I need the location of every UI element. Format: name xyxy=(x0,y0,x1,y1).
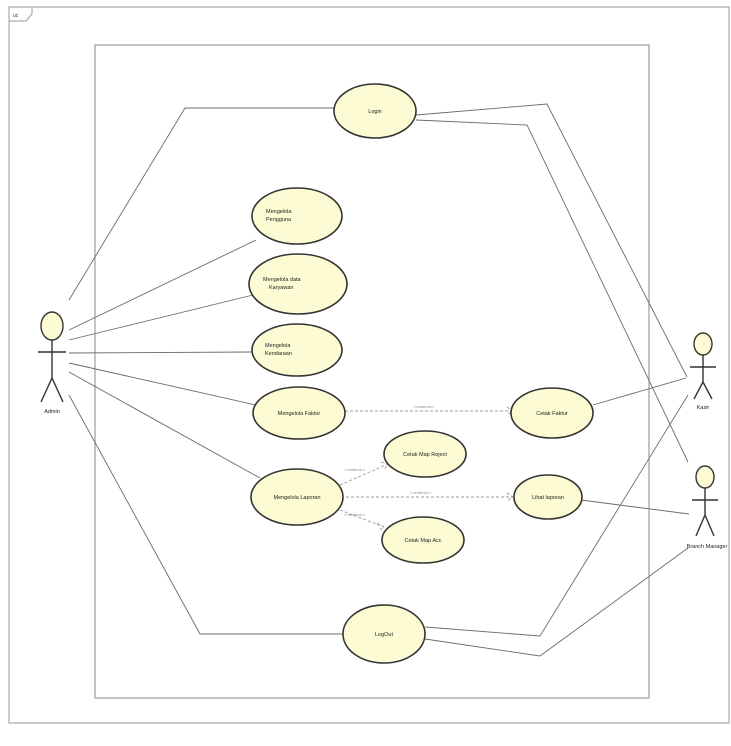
extend-label-reject: <<extend>> xyxy=(344,467,366,472)
use-case-mengelola-pengguna: Mengelola Pengguna xyxy=(251,187,343,245)
actor-kasir: Kasir xyxy=(690,332,716,411)
assoc-cetak-faktur-kasir xyxy=(592,377,687,406)
assoc-admin-karyawan xyxy=(68,294,254,341)
admin-associations xyxy=(68,107,343,635)
assoc-logout-kasir xyxy=(424,394,689,637)
extend-label-faktur: <<extend>> xyxy=(413,404,435,409)
actor-kasir-head xyxy=(693,332,713,356)
extend-label-acc: <<extend>> xyxy=(344,512,366,517)
frame-tab xyxy=(9,7,33,22)
use-case-kendaraan-label-1: Mengelola xyxy=(265,343,291,349)
use-case-cetak-map-reject: Cetak Map Reject xyxy=(383,430,467,478)
use-case-logout-label: LogOut xyxy=(375,632,394,638)
assoc-login-kasir xyxy=(415,103,688,378)
use-case-mengelola-data-karyawan: Mengelola data Karyawan xyxy=(248,253,348,315)
use-case-acc-label: Cetak Map Acc xyxy=(405,538,442,544)
assoc-lihat-laporan-manager xyxy=(580,499,690,515)
extend-laporan-reject xyxy=(339,463,389,486)
assoc-admin-pengguna xyxy=(68,239,257,331)
use-case-mengelola-faktur: Mengelola Faktur xyxy=(252,386,346,440)
extend-laporan-acc xyxy=(339,509,385,528)
assoc-login-manager xyxy=(415,119,689,463)
arrowhead-lihat xyxy=(506,492,514,502)
use-case-lihat-laporan: Lihat laporan xyxy=(513,474,583,520)
actor-manager-label: Branch Manager xyxy=(687,544,728,550)
use-case-cetak-faktur-label: Cetak Faktur xyxy=(536,411,568,417)
use-case-lihat-label: Lihat laporan xyxy=(532,495,564,501)
use-case-cetak-map-acc: Cetak Map Acc xyxy=(381,516,465,564)
assoc-admin-logout xyxy=(68,394,343,635)
diagram-frame xyxy=(8,6,730,724)
assoc-logout-manager xyxy=(424,547,689,657)
use-case-pengguna-label-2: Pengguna xyxy=(266,217,292,223)
system-boundary xyxy=(94,44,650,699)
actor-admin: Admin xyxy=(38,311,66,415)
extend-label-lihat: <<extend>> xyxy=(410,490,432,495)
use-case-mengelola-laporan: Mengelola Laporan xyxy=(250,468,344,526)
use-case-mengelola-kendaraan: Mengelola Kendaraan xyxy=(251,323,343,377)
frame-tag: uc xyxy=(13,13,19,19)
use-case-laporan-label: Mengelola Laporan xyxy=(273,495,320,501)
actor-manager-head xyxy=(695,465,715,489)
use-case-faktur-label: Mengelola Faktur xyxy=(278,411,321,417)
actor-admin-label: Admin xyxy=(44,409,60,415)
use-case-reject-label: Cetak Map Reject xyxy=(403,452,447,458)
use-case-login-label: Login xyxy=(368,109,381,115)
use-case-karyawan-label-1: Mengelola data xyxy=(263,277,302,283)
use-case-kendaraan-label-2: Kendaraan xyxy=(265,351,292,357)
actor-admin-head xyxy=(40,311,64,341)
use-case-cetak-faktur: Cetak Faktur xyxy=(510,387,594,439)
assoc-admin-laporan xyxy=(68,371,261,479)
arrowhead-acc xyxy=(376,522,385,532)
actor-branch-manager: Branch Manager xyxy=(687,465,728,550)
use-case-pengguna-label-1: Mengelola xyxy=(266,209,292,215)
use-case-login: Login xyxy=(333,83,417,139)
use-case-logout: LogOut xyxy=(342,604,426,664)
assoc-admin-kendaraan xyxy=(68,351,253,354)
assoc-admin-faktur xyxy=(68,362,257,406)
use-case-karyawan-label-2: Karyawan xyxy=(269,285,293,291)
actor-kasir-label: Kasir xyxy=(697,405,710,411)
right-associations xyxy=(415,103,690,657)
assoc-admin-login xyxy=(68,107,334,301)
